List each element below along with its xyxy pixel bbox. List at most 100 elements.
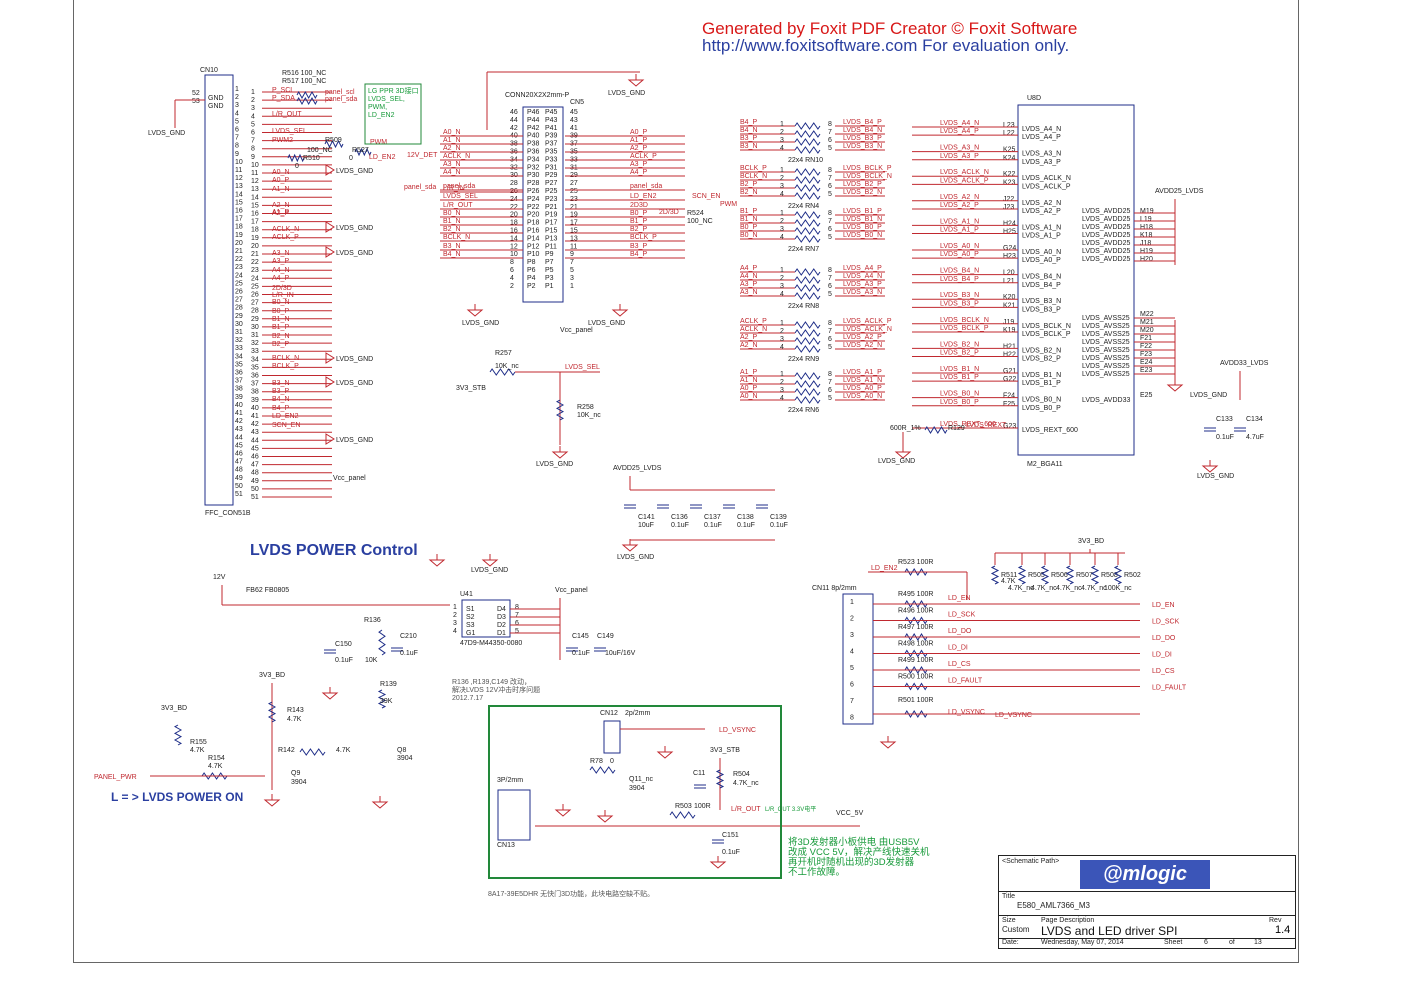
cn10-pin-inner: 42 [251, 421, 259, 428]
cn5-pin-label: P7 [545, 259, 554, 266]
cn5-pin-label: P30 [527, 172, 540, 179]
u8d-pin: G22 [1003, 376, 1016, 383]
banner-line1: Generated by Foxit PDF Creator © Foxit S… [702, 19, 1078, 38]
pullup-value: 4.7K_nc [1081, 585, 1107, 592]
r155-ref: 3V3_BD [161, 705, 187, 712]
cn11-output-net: LD_CS [1152, 668, 1175, 675]
sheet-border [73, 0, 1299, 963]
cn10-gnd-net: LVDS_GND [148, 130, 185, 137]
c11-ref: C11 [693, 770, 705, 777]
cn5-pin-label: P38 [527, 141, 540, 148]
cn5-pin-label: P16 [527, 228, 540, 235]
cn10-pin-inner: 45 [251, 445, 259, 452]
cn10-pin-inner: 15 [251, 202, 259, 209]
rnet-element [794, 192, 821, 200]
cn10-net-label: LVDS_SEL [272, 128, 307, 135]
cn5-pin-label: P15 [545, 228, 558, 235]
r509-value: 100_NC [307, 147, 333, 154]
u8d-pin-name: LVDS_B0_N [1022, 397, 1061, 404]
cn11-supply: 3V3_BD [1078, 538, 1104, 545]
q8-gnd [371, 801, 389, 809]
rnet-element [794, 292, 821, 300]
u8d-avss-pin: F21 [1140, 335, 1152, 342]
rnet-out-net: LVDS_A2_P [843, 334, 882, 341]
r510-value: 0 [295, 163, 299, 170]
cn10-pin-inner: 46 [251, 454, 259, 461]
cn10-net-label: A3_N [272, 250, 290, 257]
rnet-in-net: B2_P [740, 181, 757, 188]
rext-gnd [894, 451, 912, 459]
rnet-element [794, 176, 821, 184]
cn5-pin-label: P23 [545, 196, 558, 203]
cn5-pin-number: 9 [570, 251, 574, 258]
c210-value: 0.1uF [400, 650, 418, 657]
rnet-in-net: BCLK_N [740, 173, 767, 180]
cn5-left-net: panel_sda [443, 183, 475, 190]
cn5-pin-number: 18 [510, 220, 518, 227]
green-block-note: 将3D发射器小板供电 由USB5V 改成 VCC 5V，解决产线快速关机 再开机… [788, 837, 930, 878]
cn11-pin: 4 [850, 649, 854, 656]
det-label: 12V_DET [407, 152, 438, 159]
cn10-net-label: ACLK_P [272, 234, 299, 241]
cn5-pin-label: P42 [527, 125, 540, 132]
cn5-pin-number: 4 [510, 275, 514, 282]
avdd-cap-ref: C141 [638, 514, 655, 521]
cn10-net-label: A0_P [272, 177, 289, 184]
pullup-res [1017, 565, 1027, 585]
cn5-pin-label: P1 [545, 283, 554, 290]
rnet-out-net: LVDS_A1_P [843, 369, 882, 376]
cn10-pin-inner: 48 [251, 470, 259, 477]
rnet-out-net: LVDS_A3_P [843, 281, 882, 288]
cn10-net-label: BCLK_N [272, 355, 299, 362]
cn10-pin-inner: 18 [251, 227, 259, 234]
cn5-pin-number: 13 [570, 235, 578, 242]
cn10-pin-outer: 14 [235, 191, 243, 198]
r155-value: 4.7K [190, 747, 205, 754]
cn10-ref: CN10 [200, 67, 218, 74]
power-gnd-label: LVDS_GND [471, 567, 508, 574]
u8d-net: LVDS_B3_P [940, 300, 979, 307]
date-label: Date: [1002, 939, 1019, 946]
cn5-pin-number: 24 [510, 196, 518, 203]
avdd-caps-net: AVDD25_LVDS [613, 465, 662, 472]
green-lr-out: L/R_OUT [731, 806, 761, 813]
rnet-element [794, 184, 821, 192]
cn10-gnd-pin: 52 [192, 90, 200, 97]
lvds-sel-gnd [551, 451, 569, 459]
cn10-pin-outer: 34 [235, 353, 243, 360]
cn10-pin-inner: 36 [251, 373, 259, 380]
cn11-series-label: R497 100R [898, 624, 933, 631]
cn5-pin-number: 17 [570, 220, 578, 227]
u8d-pin: K20 [1003, 294, 1016, 301]
rnet-pin: 1 [780, 371, 784, 378]
pullup-ref: R506 [1051, 572, 1068, 579]
rnet-out-net: LVDS_B3_P [843, 135, 882, 142]
rnet-element [794, 122, 821, 130]
u8d-net: LVDS_BCLK_N [940, 317, 989, 324]
rnet-pin: 5 [828, 395, 832, 402]
rnet-in-net: A0_P [740, 385, 757, 392]
cn5-left-net: A4_N [443, 169, 461, 176]
rnet-pin: 5 [828, 344, 832, 351]
r517-label: R517 100_NC [282, 78, 326, 85]
cn5-pin-label: P6 [527, 267, 536, 274]
rnet-out-net: LVDS_A4_P [843, 265, 882, 272]
cn10-pin-outer: 12 [235, 175, 243, 182]
cn5-pin-label: P13 [545, 235, 558, 242]
r504 [715, 769, 725, 789]
u8d-avss: LVDS_AVSS25 [1082, 363, 1130, 370]
rnet-pin: 8 [828, 371, 832, 378]
green-vcc5: VCC_5V [836, 810, 864, 817]
cn5-left-net: L/R_OUT [443, 202, 473, 209]
cn11-gnd [879, 741, 897, 749]
u8d-pin: J23 [1003, 204, 1014, 211]
lg-note-frame [364, 83, 422, 145]
cn11-output-net: LD_DO [1152, 635, 1176, 642]
rnet-pin: 5 [828, 234, 832, 241]
avdd-cap-ref: C139 [770, 514, 787, 521]
avdd33-cap-value: 0.1uF [1216, 434, 1234, 441]
rnet-pin: 7 [828, 129, 832, 136]
u8d-pin-name: LVDS_A2_P [1022, 208, 1061, 215]
cn10-net-label: A2_P [272, 210, 289, 217]
u8d-pin: G24 [1003, 245, 1016, 252]
